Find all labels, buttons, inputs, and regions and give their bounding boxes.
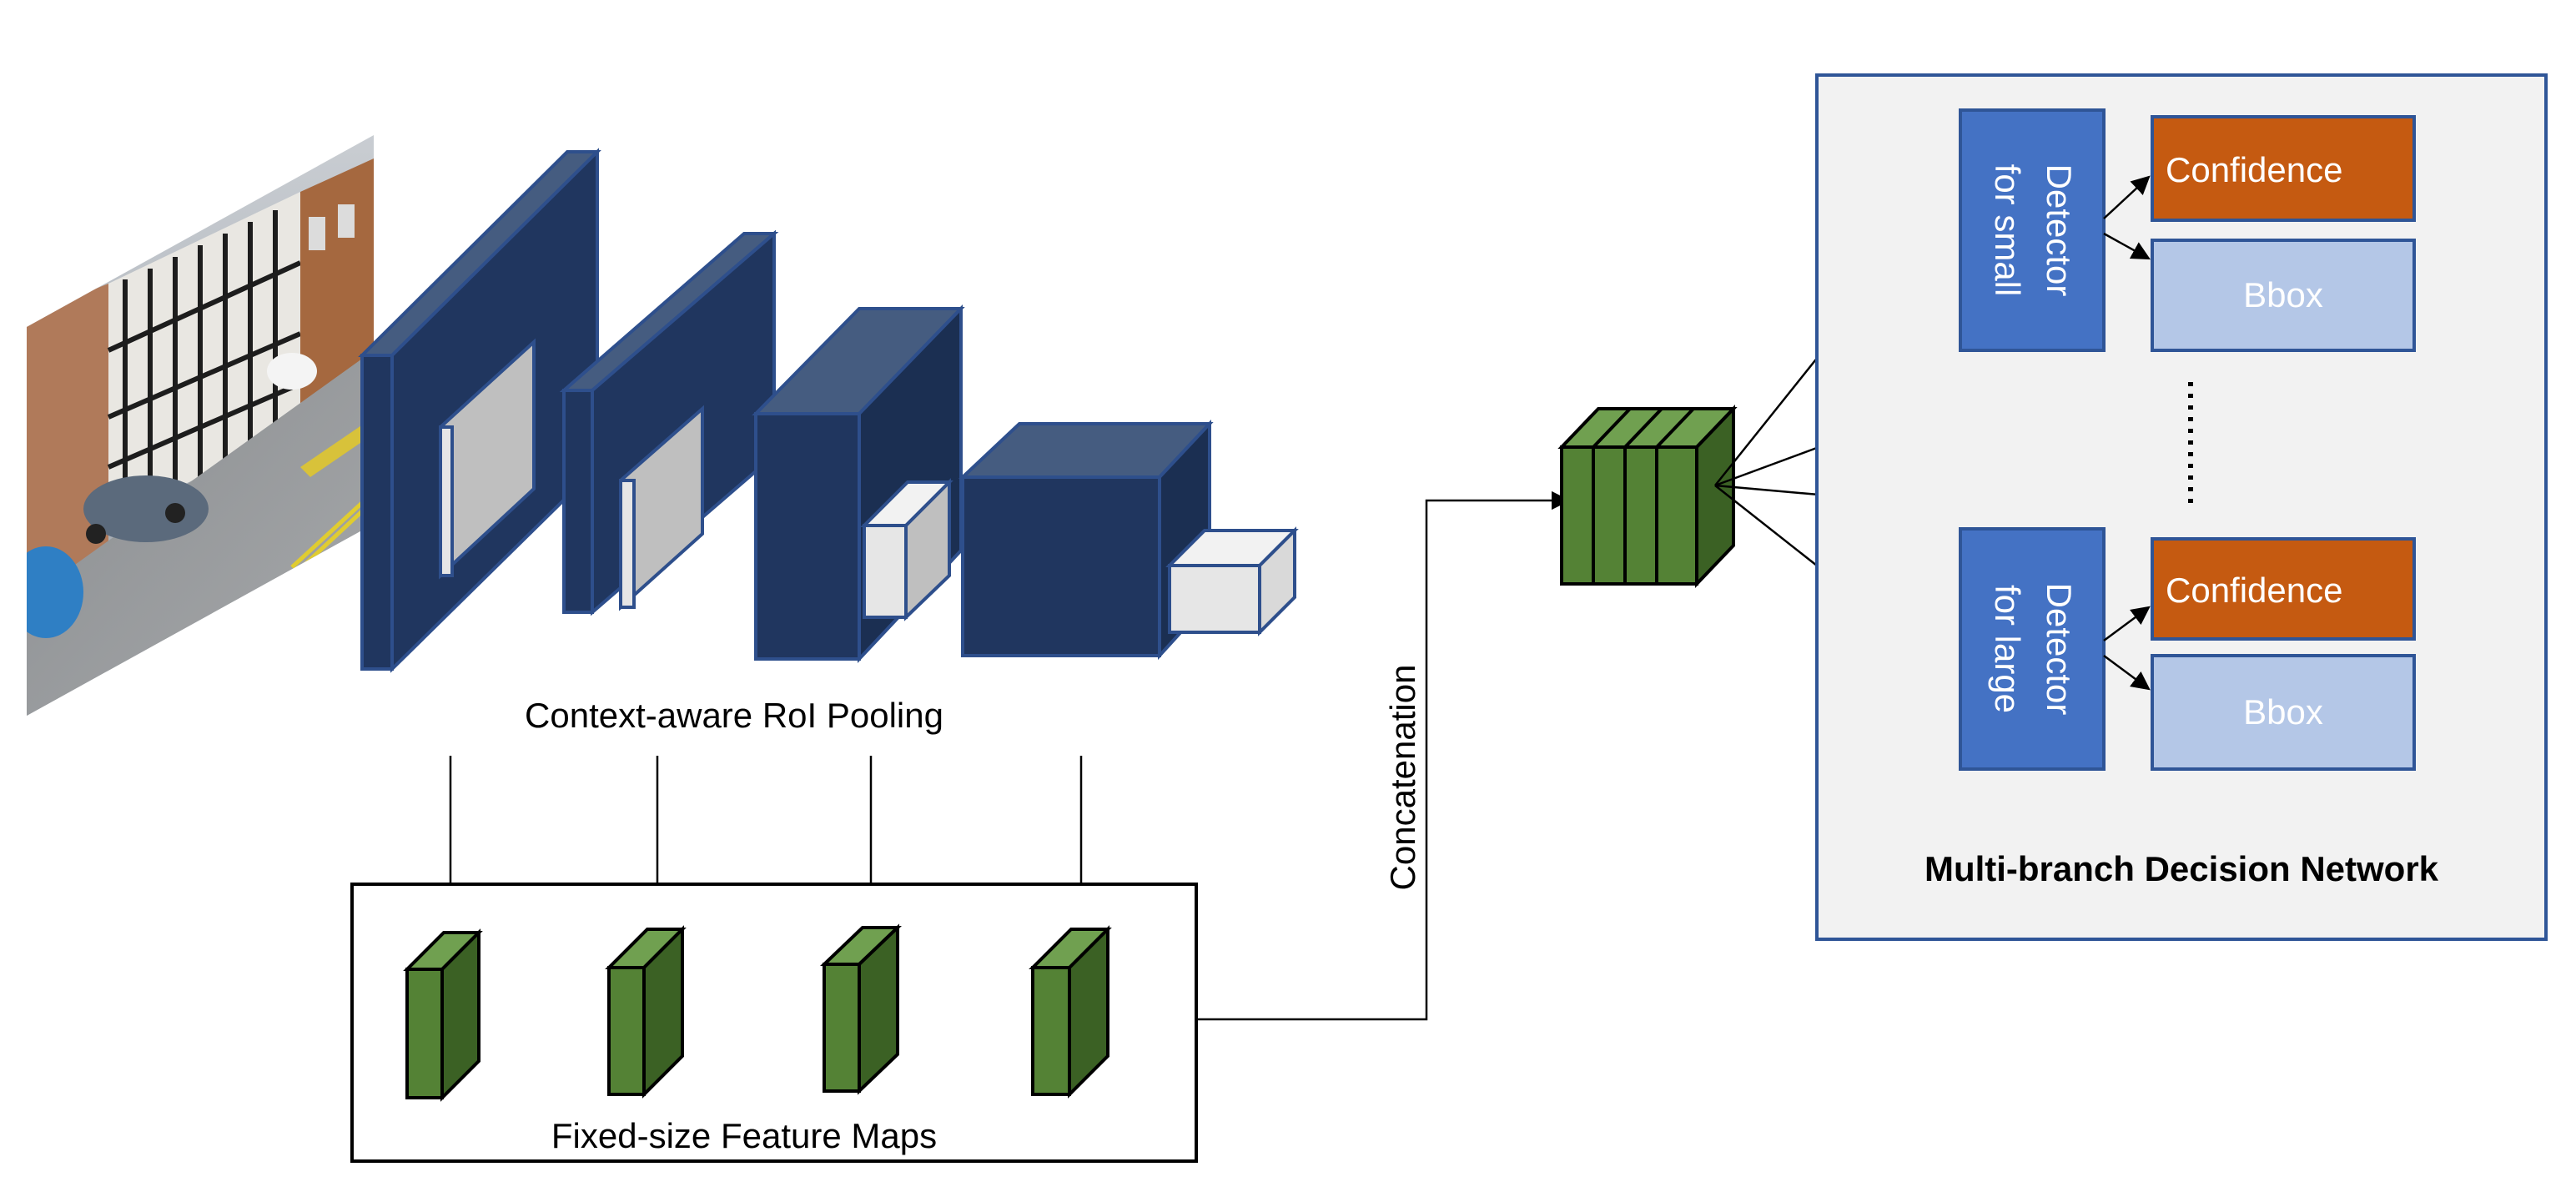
cnn-block-3 [752,304,965,664]
feature-map-3 [820,923,902,1095]
feature-maps-box: Fixed-size Feature Maps [350,883,1198,1163]
detector-small-line2: for small [1988,164,2027,297]
small-bbox-box: Bbox [2151,239,2416,352]
concatenation-label: Concatenation [1383,665,1422,891]
cnn-block-2 [559,229,779,616]
feature-map-2 [605,925,687,1099]
cnn-block-4 [958,419,1299,661]
feature-maps-label: Fixed-size Feature Maps [551,1116,937,1155]
detector-small-line1: Detector [2040,164,2079,297]
large-output-arrows [2103,606,2151,691]
detector-large-line2: for large [1988,585,2027,713]
small-confidence-box: Confidence [2151,115,2416,222]
large-bbox-label: Bbox [2243,692,2323,732]
cnn-backbone [358,148,1299,673]
concat-connector [1196,490,1571,1021]
large-confidence-box: Confidence [2151,537,2416,641]
feature-map-1 [403,928,483,1102]
feature-map-4 [1029,925,1112,1099]
concatenated-feature-block [1557,405,1738,588]
small-bbox-label: Bbox [2243,275,2323,314]
decision-network-panel: Detector for small Confidence Bbox Detec… [1815,73,2548,941]
detector-small: Detector for small [1959,108,2106,352]
detector-large: Detector for large [1959,527,2106,771]
cnn-block-1 [358,148,601,673]
roi-pooling-label: Context-aware RoI Pooling [525,696,943,735]
large-bbox-box: Bbox [2151,654,2416,771]
detector-large-line1: Detector [2040,583,2079,716]
small-output-arrows [2103,175,2151,260]
input-street-image [27,135,374,716]
large-confidence-label: Confidence [2166,571,2342,610]
small-confidence-label: Confidence [2166,150,2342,189]
decision-network-label: Multi-branch Decision Network [1924,849,2439,888]
